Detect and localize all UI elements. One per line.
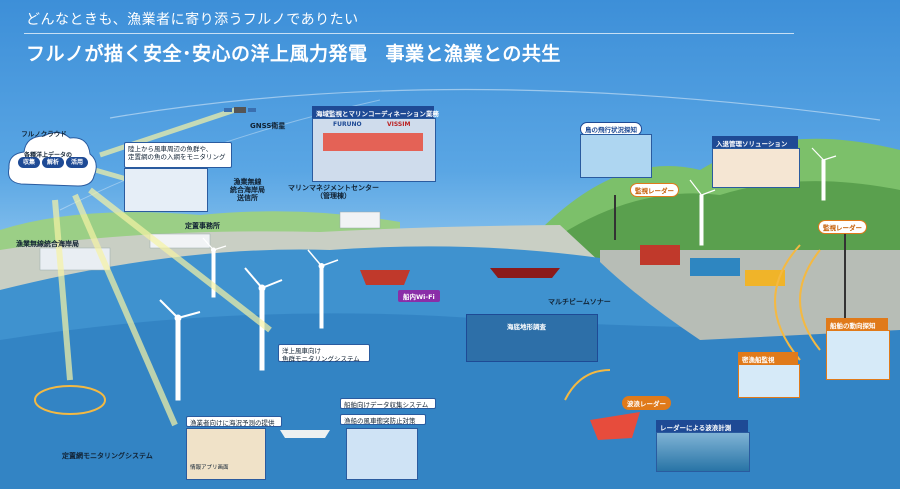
collision-panel <box>346 428 418 480</box>
furuno-brand: FURUNO <box>333 121 362 128</box>
wind-fish-monitor-box: 洋上風車向け 魚群モニタリングシステム <box>278 344 370 363</box>
office-label: 定置事務所 <box>185 222 220 230</box>
wave-measure-header: レーダーによる波浪計測 <box>656 420 748 434</box>
building-office <box>149 233 211 249</box>
ocean-forecast-box: 漁業者向けに海況予測の提供 <box>186 416 282 427</box>
beam-wind <box>88 187 272 333</box>
port-entry-header: 入退管理ソリューション <box>712 136 798 150</box>
cloud-pill-analyze: 解析 <box>42 157 64 168</box>
turbine-3 <box>307 249 339 329</box>
cloud-pill-use: 活用 <box>66 157 88 168</box>
cloud-pill-collect: 収集 <box>18 157 40 168</box>
port-land <box>600 250 900 340</box>
radar-arc-3 <box>564 369 611 401</box>
coast-station-label: 漁業無線統合海岸局 <box>16 240 79 248</box>
radar-tag-center: 監視レーダー <box>630 183 679 197</box>
radar-arc-1 <box>799 249 821 351</box>
header-subtitle: どんなときも、漁業者に寄り添うフルノでありたい <box>26 12 359 28</box>
beam-setnet <box>52 199 73 381</box>
marine-center-label: マリンマネジメントセンター （管理棟） <box>288 184 379 201</box>
marine-center-panel: FURUNO VISSIM <box>312 118 436 182</box>
monitor-fish-box: 陸上から風車周辺の魚群や、 定置網の魚の入網をモニタリング <box>124 142 232 168</box>
set-net <box>34 385 106 415</box>
vessel-tracking-panel <box>826 330 890 380</box>
radar-arc-2 <box>774 244 801 361</box>
data-collect-box: 船舶向けデータ収集システム <box>340 398 436 409</box>
turbine-2 <box>244 267 283 371</box>
header-divider <box>24 33 794 34</box>
gnss-label: GNSS衛星 <box>250 122 286 130</box>
seafloor-panel: 海底地形調査 <box>466 314 598 362</box>
operator-panel <box>124 168 208 212</box>
suspicious-vessel-panel <box>738 364 800 398</box>
collision-box: 漁船の風車衝突防止対策 <box>340 414 426 425</box>
beam-forecast <box>72 193 178 427</box>
beam-satellite <box>99 107 236 158</box>
turbine-1 <box>159 299 201 401</box>
shipboard-wifi-tag: 船内Wi-Fi <box>398 290 440 302</box>
orbit-arc <box>109 88 881 121</box>
cloud-title: フルノクラウド <box>21 130 67 138</box>
building-center <box>339 211 381 229</box>
app-label: 情報アプリ画面 <box>190 465 229 471</box>
containers-3 <box>745 270 785 286</box>
turbine-6 <box>811 147 837 201</box>
suspicious-vessel-header: 密漁船監視 <box>738 352 798 366</box>
turbine-4 <box>202 237 227 298</box>
marine-center-header: 海域監視とマリンコーディネーション業務 <box>312 106 439 120</box>
multibeam-label: マルチビームソナー <box>548 298 611 306</box>
bird-panel <box>580 134 652 178</box>
research-vessel <box>360 270 410 285</box>
port-entry-panel <box>712 148 800 188</box>
wave-radar-tag: 波浪レーダー <box>622 396 671 410</box>
containers-2 <box>690 258 740 276</box>
set-net-label: 定置網モニタリングシステム <box>62 452 153 460</box>
cloud-subtitle: 各種洋上データの <box>23 152 72 159</box>
turbine-5 <box>689 179 716 246</box>
header-title-a: フルノが描く安全･安心の洋上風力発電 <box>26 43 368 65</box>
monitor-wall <box>323 133 423 151</box>
wave-radar-ship <box>590 412 640 440</box>
cargo-ship <box>490 268 560 278</box>
radio-station-label: 漁業無線 統合海岸局 送信所 <box>230 178 265 203</box>
wave-panel <box>656 432 750 472</box>
satellite <box>224 107 256 113</box>
radar-tag-right: 監視レーダー <box>818 220 867 234</box>
fishing-boat <box>280 430 330 438</box>
forecast-panel: 情報アプリ画面 <box>186 428 266 480</box>
seafloor-label: 海底地形調査 <box>507 323 546 331</box>
header-title-b: 事業と漁業との共生 <box>385 43 561 65</box>
vissim-brand: VISSIM <box>387 121 411 128</box>
containers-1 <box>640 245 680 265</box>
vessel-tracking-header: 船舶の動向探知 <box>826 318 888 332</box>
header-title: フルノが描く安全･安心の洋上風力発電事業と漁業との共生 <box>26 39 561 66</box>
